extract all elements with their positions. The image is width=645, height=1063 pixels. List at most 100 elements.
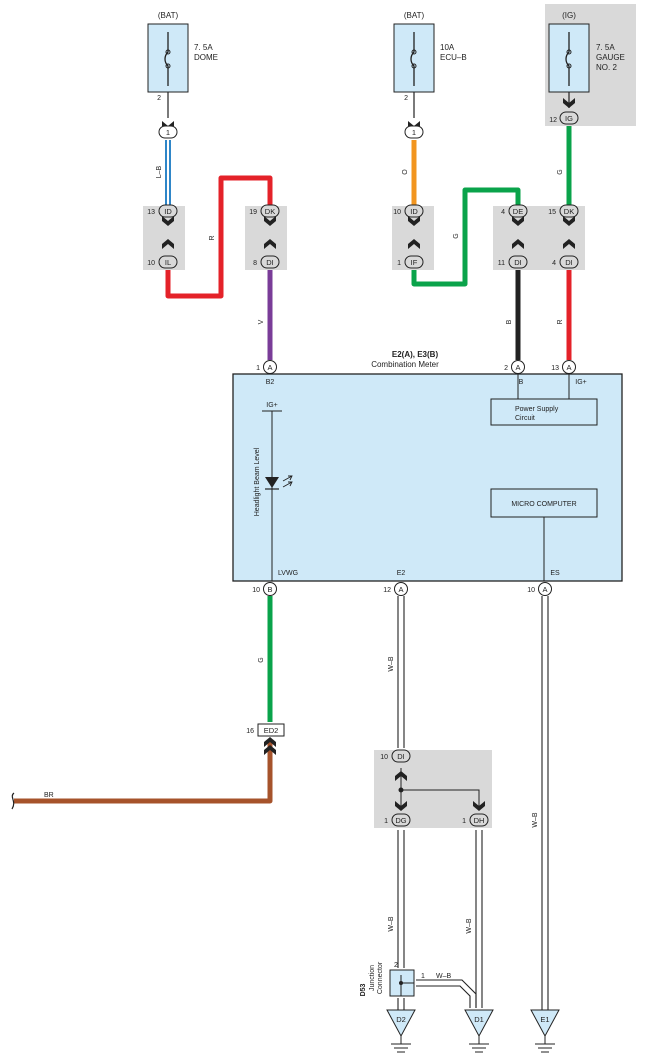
wire-label-wb3: W–B bbox=[388, 916, 395, 932]
meter-name: Combination Meter bbox=[371, 360, 439, 369]
svg-text:IF: IF bbox=[411, 258, 418, 267]
svg-text:A: A bbox=[267, 363, 272, 372]
svg-text:12: 12 bbox=[383, 587, 391, 594]
svg-text:13: 13 bbox=[147, 209, 155, 216]
fuse-ecu-b: (BAT) 10A ECU–B 2 bbox=[393, 11, 467, 102]
psu-line1: Power Supply bbox=[515, 406, 559, 413]
wire-label-wb1: W–B bbox=[388, 656, 395, 672]
wire-label-br: BR bbox=[44, 792, 54, 799]
svg-text:DK: DK bbox=[265, 207, 275, 216]
junction-code: D53 bbox=[360, 983, 367, 996]
meter-label-e2: E2 bbox=[397, 570, 406, 577]
fuse-gauge-pin: 12 bbox=[549, 117, 557, 124]
wire-label-wb2: W–B bbox=[532, 812, 539, 828]
ground-d2: D2 bbox=[386, 1009, 416, 1053]
wire-label-wb4: W–B bbox=[466, 918, 473, 934]
svg-text:1: 1 bbox=[397, 260, 401, 267]
meter-pin-a13: A13 bbox=[551, 360, 576, 374]
svg-text:11: 11 bbox=[498, 260, 505, 267]
svg-text:1: 1 bbox=[384, 818, 388, 825]
svg-text:10: 10 bbox=[380, 754, 388, 761]
conn-dk1: DK 19 bbox=[249, 204, 280, 218]
conn-id1: ID 13 bbox=[147, 204, 178, 218]
meter-label-igp-inner: IG+ bbox=[266, 402, 277, 409]
wire-label-o: O bbox=[402, 169, 409, 175]
fuse-gauge: (IG) 7. 5A GAUGE NO. 2 12 bbox=[548, 11, 625, 124]
wire-label-r1: R bbox=[209, 235, 216, 240]
micro-label: MICRO COMPUTER bbox=[511, 501, 576, 508]
junction-label1: Junction bbox=[369, 965, 376, 991]
svg-text:IG: IG bbox=[565, 114, 573, 123]
meter-label-b2: B2 bbox=[266, 379, 275, 386]
svg-text:10: 10 bbox=[252, 587, 260, 594]
wire-label-g1: G bbox=[453, 233, 460, 238]
fuse-gauge-source: (IG) bbox=[562, 11, 576, 20]
junction-label2: Connector bbox=[377, 961, 384, 994]
led-icon bbox=[265, 477, 279, 488]
wire-label-v: V bbox=[258, 319, 265, 324]
fuse-gauge-name2: NO. 2 bbox=[596, 63, 617, 72]
junction-internal bbox=[398, 768, 480, 808]
fuse-ecu-pin: 2 bbox=[404, 95, 408, 102]
conn-1a: 1 bbox=[158, 125, 178, 139]
svg-text:1: 1 bbox=[256, 365, 260, 372]
conn-dg: DG 1 bbox=[384, 813, 411, 827]
svg-text:10: 10 bbox=[393, 209, 401, 216]
wire-label-lb: L–B bbox=[156, 165, 163, 178]
ground-d1: D1 bbox=[464, 1009, 494, 1053]
svg-text:ID: ID bbox=[410, 207, 418, 216]
svg-text:DE: DE bbox=[513, 207, 523, 216]
fuse-dome-name: DOME bbox=[194, 53, 218, 62]
meter-code: E2(A), E3(B) bbox=[392, 350, 439, 359]
svg-text:4: 4 bbox=[552, 260, 556, 267]
meter-pin-a1: A1 bbox=[256, 360, 277, 374]
svg-text:A: A bbox=[566, 363, 571, 372]
svg-text:ID: ID bbox=[164, 207, 172, 216]
conn-di2: DI 11 bbox=[498, 255, 528, 269]
svg-text:D1: D1 bbox=[474, 1015, 484, 1024]
svg-text:DI: DI bbox=[266, 258, 274, 267]
wires bbox=[14, 92, 572, 804]
led-label: Headlight Beam Level bbox=[254, 447, 261, 516]
fuse-dome-rating: 7. 5A bbox=[194, 43, 213, 52]
svg-text:DK: DK bbox=[564, 207, 574, 216]
fuse-ecu-name: ECU–B bbox=[440, 53, 467, 62]
wire-label-g3: G bbox=[258, 657, 265, 662]
svg-text:ED2: ED2 bbox=[264, 726, 279, 735]
svg-text:A: A bbox=[398, 585, 403, 594]
svg-text:1: 1 bbox=[166, 128, 170, 137]
fuse-ecu-source: (BAT) bbox=[404, 11, 425, 20]
svg-text:DH: DH bbox=[474, 816, 485, 825]
conn-dh: DH 1 bbox=[462, 813, 489, 827]
meter-label-es: ES bbox=[550, 570, 560, 577]
fuse-gauge-rating: 7. 5A bbox=[596, 43, 615, 52]
svg-text:B: B bbox=[267, 585, 272, 594]
svg-text:DG: DG bbox=[395, 816, 406, 825]
svg-text:1: 1 bbox=[462, 818, 466, 825]
psu-line2: Circuit bbox=[515, 415, 535, 422]
svg-text:10: 10 bbox=[147, 260, 155, 267]
svg-text:D2: D2 bbox=[396, 1015, 406, 1024]
micro-computer-box bbox=[490, 488, 598, 518]
meter-pin-a12: A 12 bbox=[383, 582, 408, 596]
svg-text:DI: DI bbox=[514, 258, 522, 267]
chevrons bbox=[162, 98, 575, 811]
svg-text:8: 8 bbox=[253, 260, 257, 267]
combination-meter: E2(A), E3(B) Combination Meter A1 A2 A13… bbox=[232, 350, 623, 596]
conn-de: DE4 bbox=[501, 204, 528, 218]
svg-text:10: 10 bbox=[527, 587, 535, 594]
junction-pin2: 2 bbox=[394, 962, 398, 969]
fuse-dome-source: (BAT) bbox=[158, 11, 179, 20]
power-supply-box bbox=[490, 398, 598, 426]
meter-pin-a10: A 10 bbox=[527, 582, 552, 596]
ground-e1: E1 bbox=[530, 1009, 560, 1053]
svg-text:19: 19 bbox=[249, 209, 257, 216]
meter-pin-a2: A2 bbox=[504, 360, 525, 374]
wire-label-b: B bbox=[506, 319, 513, 324]
meter-label-igp: IG+ bbox=[575, 379, 586, 386]
svg-text:A: A bbox=[542, 585, 547, 594]
